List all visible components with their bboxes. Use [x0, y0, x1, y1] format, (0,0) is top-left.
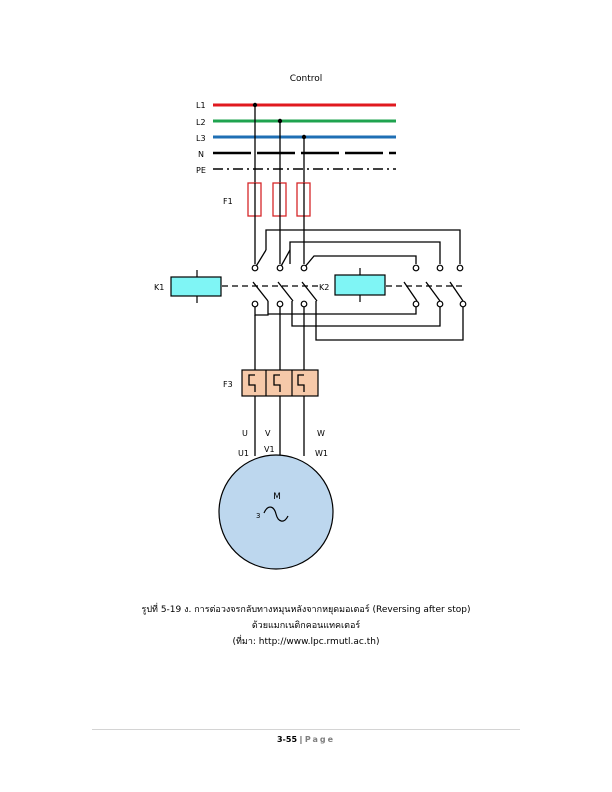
terminal-v1: V1 — [264, 445, 275, 454]
fuse-internal-lines — [254, 183, 305, 216]
page-footer: 3-55 | Page — [0, 735, 612, 744]
ac-symbol-icon — [263, 506, 289, 522]
overload-elements — [248, 374, 305, 392]
figure-caption-line-1: รูปที่ 5-19 ง. การต่อวงจรกลับทางหมุนหลัง… — [141, 605, 471, 615]
label-pe: PE — [196, 166, 206, 175]
terminal-u: U — [242, 429, 248, 438]
label-l1: L1 — [196, 101, 206, 110]
terminal-w: W — [317, 429, 325, 438]
terminal-v: V — [265, 429, 271, 438]
k1-label: K1 — [154, 283, 164, 292]
fuses-f1 — [247, 182, 311, 217]
label-l3: L3 — [196, 134, 206, 143]
overload-relay-f3 — [241, 369, 319, 397]
page-word: Page — [304, 735, 336, 744]
terminal-u1: U1 — [238, 449, 249, 458]
junction-dots — [252, 102, 307, 140]
page-number: 3-55 — [276, 735, 298, 744]
motor-letter: M — [273, 492, 281, 502]
motor-terminals: U V W U1 V1 W1 — [238, 429, 328, 458]
label-n: N — [198, 150, 204, 159]
figure-caption-source: (ที่มา: http://www.lpc.rmutl.ac.th) — [232, 637, 380, 647]
fuse-label: F1 — [223, 197, 233, 206]
overload-label: F3 — [223, 380, 233, 389]
figure-caption-line-2: ด้วยแมกเนติกคอนแทคเตอร์ — [251, 621, 361, 631]
diagram-title: Control — [290, 74, 323, 84]
k2-label: K2 — [319, 283, 329, 292]
motor: M 3 — [218, 454, 334, 570]
coil-k2 — [334, 268, 386, 302]
footer-divider — [92, 729, 520, 730]
contact-terminals — [251, 264, 467, 308]
terminal-w1: W1 — [315, 449, 328, 458]
label-l2: L2 — [196, 118, 206, 127]
supply-taps — [254, 105, 305, 183]
motor-phase: 3 — [256, 512, 260, 520]
coil-k1 — [170, 270, 222, 303]
page-separator: | — [299, 735, 303, 744]
supply-lines: L1 L2 L3 N PE — [196, 101, 396, 175]
wiring — [252, 216, 464, 456]
